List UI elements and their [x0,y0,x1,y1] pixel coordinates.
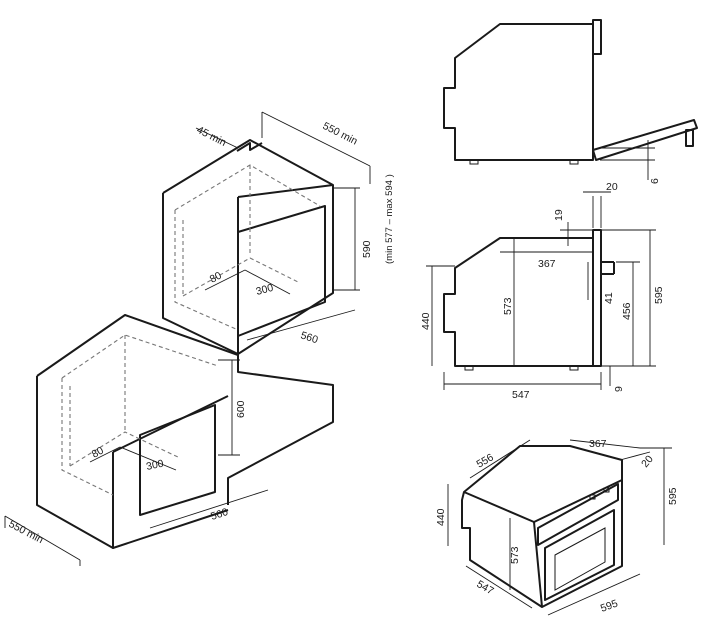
iso-top-front [463,479,623,523]
panel-thickness-label: 20 [606,181,618,193]
counter-inner-floor [69,431,181,467]
oven-foot-left [469,159,479,165]
door-gap-label: 6 [649,178,661,184]
iso-window [554,527,606,591]
counter-outline [36,314,334,505]
column-inner-left [174,210,239,331]
counter-bottom-front [112,452,229,549]
counter-top-edge [112,395,229,453]
door-handle [685,129,694,147]
column-inner-floor [182,257,301,297]
oven-panel-2 [592,229,602,367]
counter-cabinet [36,314,334,549]
column-dim-80-line [204,269,246,291]
column-width-label: 560 [299,329,320,346]
column-opening-front [237,205,326,337]
counter-opening-front [139,404,216,516]
iso-knob [603,487,610,493]
column-height-range-label: (min 577 – max 594 ) [384,174,395,264]
column-dimensions [195,111,371,341]
iso-width-label: 595 [599,597,620,614]
column-outline [162,139,334,355]
counter-opening-a-label: 80 [90,444,106,460]
column-opening-b-label: 300 [255,282,275,298]
column-opening-a-label: 80 [208,269,224,285]
iso-door [544,509,615,601]
open-door [592,119,698,161]
side-view-dims [426,191,656,390]
total-depth-label: 547 [512,389,530,401]
door-height-label: 456 [621,302,633,320]
column-height-label: 590 [361,240,373,258]
counter-opening-b-label: 300 [145,458,165,473]
column-depth-label: 550 min [321,120,360,148]
side-view-open [443,19,698,180]
inner-depth-label: 367 [538,258,556,270]
counter-width-label: 560 [209,506,230,523]
top-offset-label: 19 [553,209,565,221]
iso-oven [447,439,672,616]
iso-height-inner-label: 573 [509,546,521,564]
counter-height-label: 600 [235,400,247,418]
counter-dimensions [4,359,269,566]
oven-foot-right [569,159,579,165]
oven-body-side [443,23,594,161]
column-front-left [162,193,239,355]
height-inner-label: 573 [502,297,514,315]
handle-offset-label: 41 [603,292,615,304]
iso-height-left-label: 440 [435,508,447,526]
column-dim-300-line [244,269,291,295]
oven-body-side-2 [443,237,594,367]
counter-inner-left [61,378,114,496]
counter-depth-label: 550 min [7,518,46,546]
iso-front-corner [533,521,543,608]
counter-front-left [36,376,114,549]
height-left-label: 440 [420,312,432,330]
iso-depth-bottom-label: 547 [475,578,496,597]
column-cabinet [162,139,334,355]
column-recess-label: 45 min [195,124,229,149]
column-top-edge [237,184,334,198]
iso-total-height-label: 595 [667,487,679,505]
iso-inner-depth-label: 367 [589,438,607,450]
oven-panel [592,19,602,55]
bottom-gap-label: 9 [613,386,625,392]
total-height-label: 595 [653,286,665,304]
column-recess [236,142,263,152]
counter-inner-top [61,334,219,379]
iso-panel-label: 20 [639,453,656,470]
